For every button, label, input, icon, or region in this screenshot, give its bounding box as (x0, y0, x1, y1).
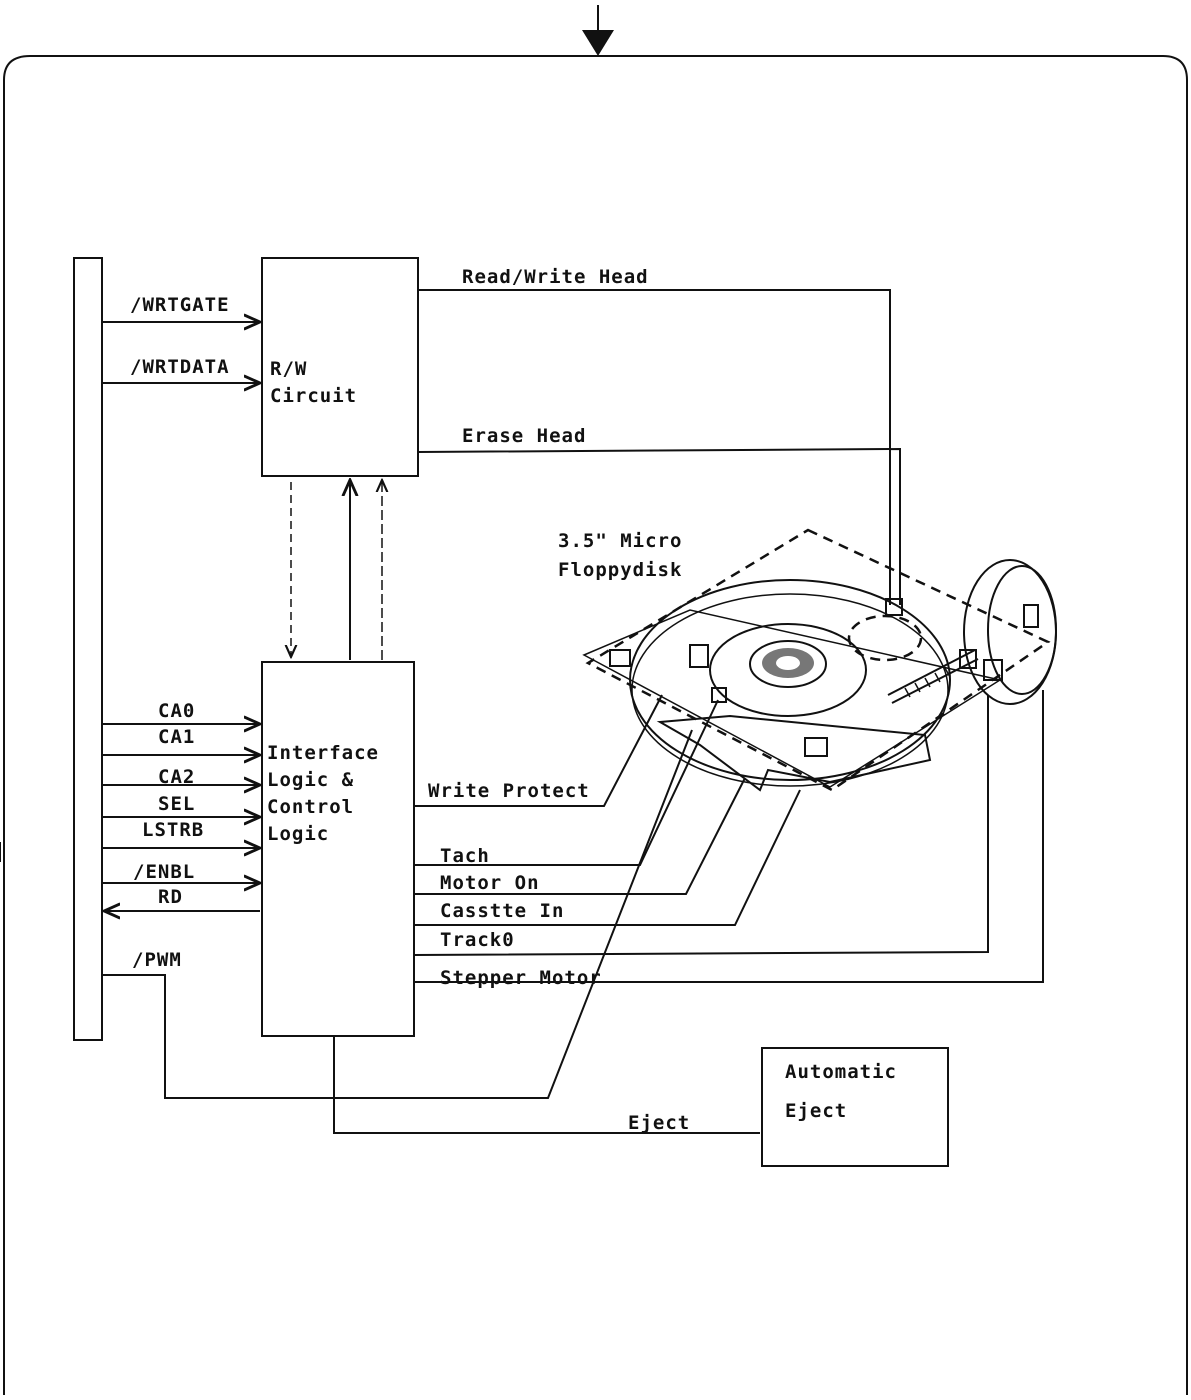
track0-line (413, 695, 989, 956)
write-protect-line (414, 694, 663, 807)
wrtdata-label: /WRTDATA (130, 356, 230, 378)
ca2-signal: CA2 (102, 766, 260, 788)
rw-circuit-block (261, 257, 419, 477)
interface-logic-label-line3: Control (267, 796, 354, 818)
enbl-signal: /ENBL (102, 861, 260, 883)
tach-label: Tach (440, 845, 490, 867)
sel-label: SEL (158, 793, 195, 815)
sel-signal: SEL (102, 793, 260, 817)
ca1-signal: CA1 (102, 726, 260, 755)
rw-circuit-label-line2: Circuit (270, 385, 357, 407)
write-protect-label: Write Protect (428, 780, 590, 802)
eject-line (333, 1036, 760, 1134)
rd-label: RD (158, 886, 183, 908)
erase-head-line (417, 447, 901, 605)
ca2-label: CA2 (158, 766, 195, 788)
read-write-head-label: Read/Write Head (462, 266, 649, 288)
lstrb-signal: LSTRB (102, 819, 260, 848)
interface-logic-label-line4: Logic (267, 823, 329, 845)
automatic-eject-label-line2: Eject (785, 1100, 847, 1122)
rw-circuit-label-line1: R/W (270, 358, 307, 380)
ca0-label: CA0 (158, 700, 195, 722)
data-bus-bar (73, 257, 103, 1041)
read-write-head-line (418, 289, 891, 605)
interface-logic-label-line2: Logic & (267, 769, 354, 791)
pwm-line (102, 729, 693, 1099)
ca0-signal: CA0 (102, 700, 260, 724)
wrtgate-label: /WRTGATE (130, 294, 230, 316)
lstrb-label: LSTRB (142, 819, 204, 841)
stepper-motor-label: Stepper Motor (440, 967, 602, 989)
erase-head-label: Erase Head (462, 425, 586, 447)
motor-on-label: Motor On (440, 872, 540, 894)
outer-frame (3, 55, 1188, 1395)
track0-label: Track0 (440, 929, 515, 951)
cassette-in-label: Casstte In (440, 900, 564, 922)
stepper-motor-line (414, 690, 1044, 983)
eject-label: Eject (628, 1112, 690, 1134)
interface-logic-label-line1: Interface (267, 742, 379, 764)
rd-signal: RD (104, 886, 260, 911)
enbl-label: /ENBL (133, 861, 195, 883)
automatic-eject-block (761, 1047, 949, 1167)
cassette-in-line (414, 789, 801, 926)
motor-on-line (414, 777, 746, 895)
drive-label-line1: 3.5" Micro (558, 530, 682, 552)
tach-line (414, 699, 719, 866)
floppy-drive-mechanism (582, 528, 1057, 792)
drive-label-line2: Floppydisk (558, 559, 682, 581)
automatic-eject-label-line1: Automatic (785, 1061, 897, 1083)
interface-logic-block (261, 661, 415, 1037)
ca1-label: CA1 (158, 726, 195, 748)
incoming-arrow (582, 5, 614, 56)
pwm-label: /PWM (132, 949, 182, 971)
